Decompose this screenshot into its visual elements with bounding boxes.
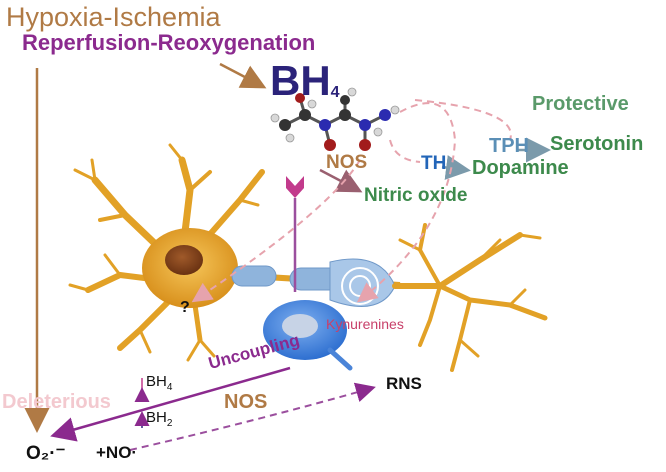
bh4-small-main: BH [146, 373, 167, 390]
blue-cell-nucleus [282, 314, 318, 338]
hypoxia-ischemia-title: Hypoxia-Ischemia [6, 2, 221, 32]
superoxide-label: O₂·⁻ [26, 443, 66, 464]
blue-cell-process [327, 347, 353, 371]
dopamine-label: Dopamine [472, 157, 569, 179]
bh4-label: BH4 [270, 60, 340, 102]
right-neuron [392, 223, 548, 372]
left-neuron-nucleus [165, 245, 203, 275]
bh4-label-sub: 4 [330, 84, 340, 101]
bh4-small-sub: 4 [166, 382, 173, 393]
th-label: TH [421, 153, 447, 174]
bh2-small-main: BH [146, 409, 167, 426]
deleterious-label: Deleterious [2, 391, 111, 413]
uncoupling-arrow [50, 366, 291, 442]
rns-label: RNS [386, 374, 422, 393]
serotonin-label: Serotonin [550, 133, 644, 155]
nos-bottom-label: NOS [224, 391, 268, 413]
bh4-to-tph-dashed [414, 99, 512, 141]
reperfusion-title: Reperfusion-Reoxygenation [22, 30, 316, 55]
bh4-to-kynurenines-dashed [356, 102, 457, 303]
bh2-small-sub: 2 [166, 418, 173, 429]
bh4-small-label: BH4 [146, 374, 172, 393]
nitric-oxide-label: Nitric oxide [364, 185, 468, 206]
bh4-label-main: BH [270, 57, 331, 104]
question-label: ? [180, 299, 190, 316]
nitric-oxide-radical-label: +NO· [96, 443, 138, 462]
no-to-rns-dashed-arrow [129, 382, 376, 451]
bh4-to-question-dashed [191, 159, 361, 303]
th-to-dopamine-arrow [441, 155, 471, 180]
nos-to-nitric-oxide-arrow [319, 168, 363, 193]
bh2-small-label: BH2 [146, 410, 172, 429]
bh4-to-th-dashed [389, 139, 421, 163]
bh4-molecule [270, 87, 400, 151]
nos-top-label: NOS [326, 152, 368, 173]
axon [231, 258, 401, 307]
nos-chevron [286, 176, 304, 198]
reperfusion-to-bh4-arrow [219, 62, 267, 89]
tph-label: TPH [489, 135, 529, 157]
kynurenines-label: Kynurenines [326, 316, 404, 332]
left-neuron [68, 143, 265, 362]
protective-label: Protective [532, 93, 629, 115]
